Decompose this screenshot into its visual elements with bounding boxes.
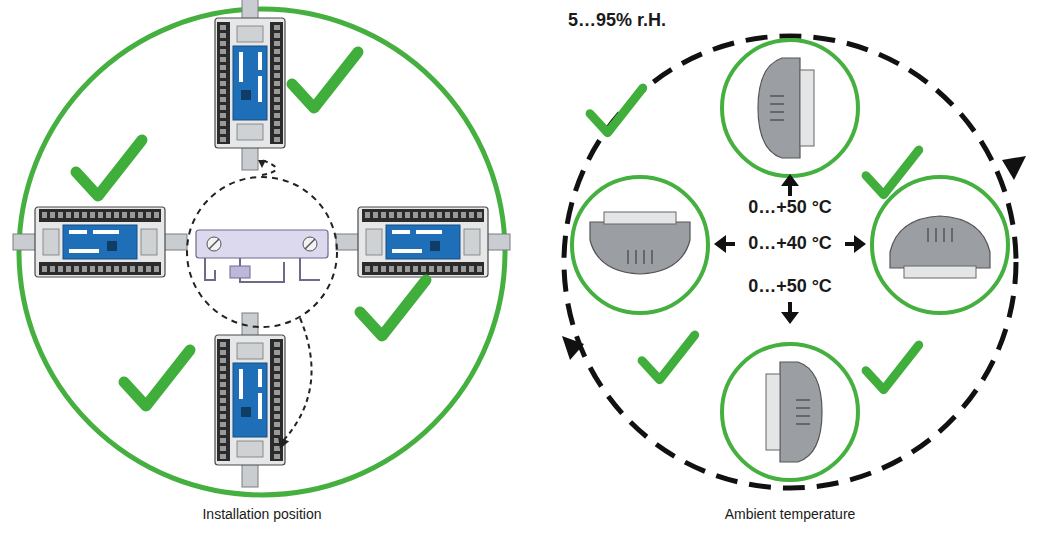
humidity-range: 5…95% r.H.: [568, 10, 666, 31]
temperature-range: 0…+50 °C: [748, 276, 832, 297]
caption: Installation position: [202, 506, 321, 522]
caption: Ambient temperature: [725, 506, 856, 522]
temperature-range: 0…+40 °C: [748, 233, 832, 254]
temperature-range: 0…+50 °C: [748, 197, 832, 218]
